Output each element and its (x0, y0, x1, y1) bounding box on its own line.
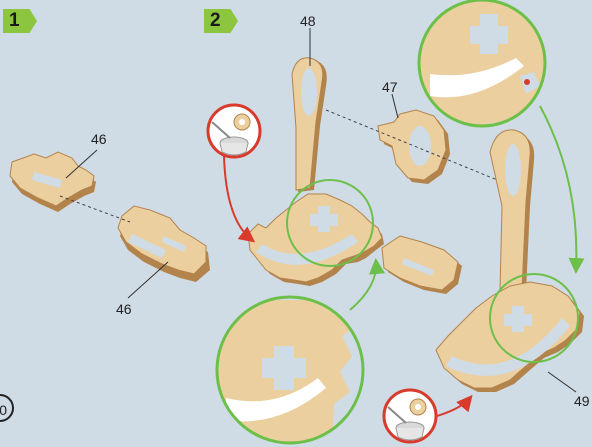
magnified-detail-top (419, 0, 560, 126)
part-label-49: 49 (574, 394, 590, 408)
part-label-47: 47 (382, 80, 398, 94)
part-46-top-piece (10, 152, 96, 212)
leader-line-47 (392, 94, 398, 118)
green-arrow-to-assembled-gear (540, 106, 576, 270)
part-48-lever (248, 58, 384, 286)
glue-cup-icon (384, 390, 436, 442)
leader-line-49 (548, 372, 576, 392)
part-label-48: 48 (300, 14, 316, 28)
part-47-ring (378, 110, 450, 184)
part-label-46-top: 46 (91, 132, 107, 146)
green-arrow-to-lever-gear (350, 262, 376, 310)
part-label-46-bottom: 46 (116, 302, 132, 316)
glue-point-marker (524, 79, 530, 85)
magnified-detail-bottom (217, 297, 363, 443)
part-46-bottom-piece (118, 206, 210, 282)
red-arrow-glue-to-lever (224, 156, 252, 240)
glue-cup-icon (208, 105, 260, 157)
part-46-connector-piece (382, 236, 462, 294)
leader-line-46-bottom (128, 262, 168, 298)
